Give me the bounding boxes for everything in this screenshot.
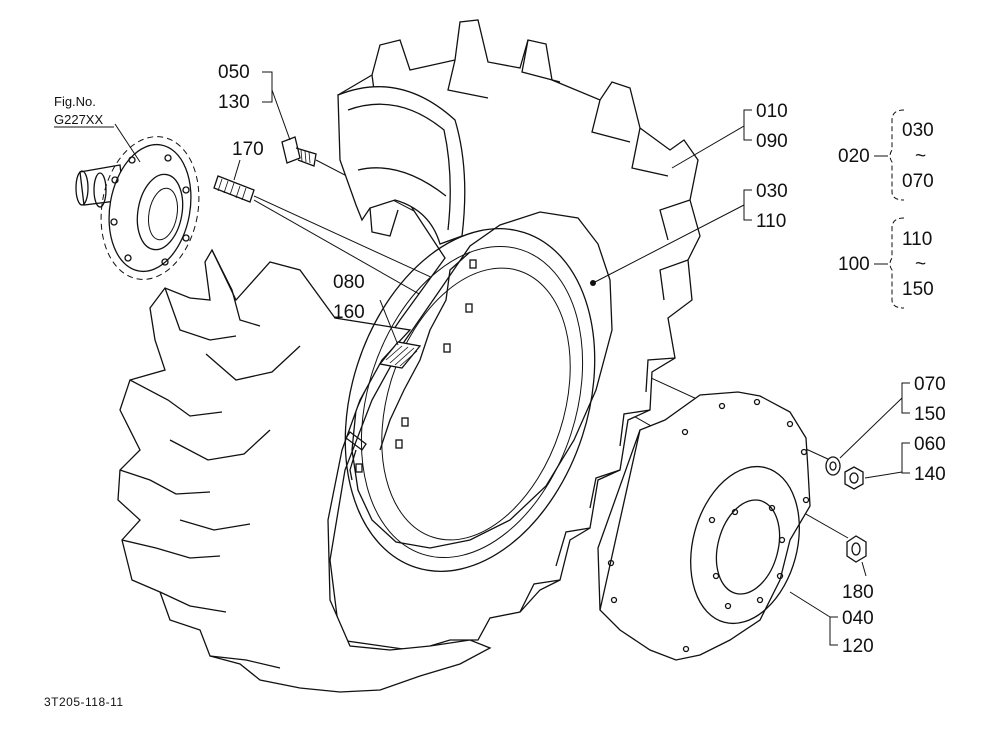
legend-100-from: 110 bbox=[902, 229, 932, 250]
callout-140: 140 bbox=[914, 464, 946, 485]
fig-no-value: G227XX bbox=[54, 112, 103, 127]
footer-code: 3T205-118-11 bbox=[44, 695, 124, 709]
callout-010: 010 bbox=[756, 101, 788, 122]
tire-cutaway bbox=[337, 86, 466, 245]
rim bbox=[344, 228, 596, 572]
label-plate bbox=[378, 341, 422, 369]
washer-070 bbox=[825, 456, 841, 476]
tire-left bbox=[117, 248, 492, 693]
legend-020-from: 030 bbox=[902, 120, 934, 141]
legend-100-parent: 100 bbox=[838, 254, 870, 275]
callout-040: 040 bbox=[842, 608, 874, 629]
callout-120: 120 bbox=[842, 636, 874, 657]
callout-130: 130 bbox=[218, 92, 250, 113]
callout-090: 090 bbox=[756, 131, 788, 152]
callout-060: 060 bbox=[914, 434, 946, 455]
callout-110: 110 bbox=[756, 211, 786, 232]
legend-100-tilde: ~ bbox=[915, 254, 926, 275]
callout-180: 180 bbox=[842, 582, 874, 603]
nut-180 bbox=[846, 535, 867, 563]
callout-050: 050 bbox=[218, 62, 250, 83]
leader-lines bbox=[114, 71, 910, 646]
fig-no-label: Fig.No. bbox=[54, 94, 96, 109]
legend-group-020: 020 030 ~ 070 bbox=[838, 109, 934, 201]
legend-020-tilde: ~ bbox=[915, 146, 926, 167]
hub-assembly bbox=[75, 136, 200, 280]
legend-020-parent: 020 bbox=[838, 146, 870, 167]
callout-160: 160 bbox=[333, 302, 365, 323]
wheel-disc bbox=[597, 391, 811, 661]
callout-030: 030 bbox=[756, 181, 788, 202]
nut-060 bbox=[844, 466, 864, 490]
callout-070: 070 bbox=[914, 374, 946, 395]
callout-080: 080 bbox=[333, 272, 365, 293]
legend-020-to: 070 bbox=[902, 171, 934, 192]
legend-100-to: 150 bbox=[902, 279, 934, 300]
callout-150: 150 bbox=[914, 404, 946, 425]
legend-group-100: 100 110 ~ 150 bbox=[838, 217, 934, 309]
rim-callout-dot bbox=[590, 280, 596, 286]
callout-170: 170 bbox=[232, 139, 264, 160]
